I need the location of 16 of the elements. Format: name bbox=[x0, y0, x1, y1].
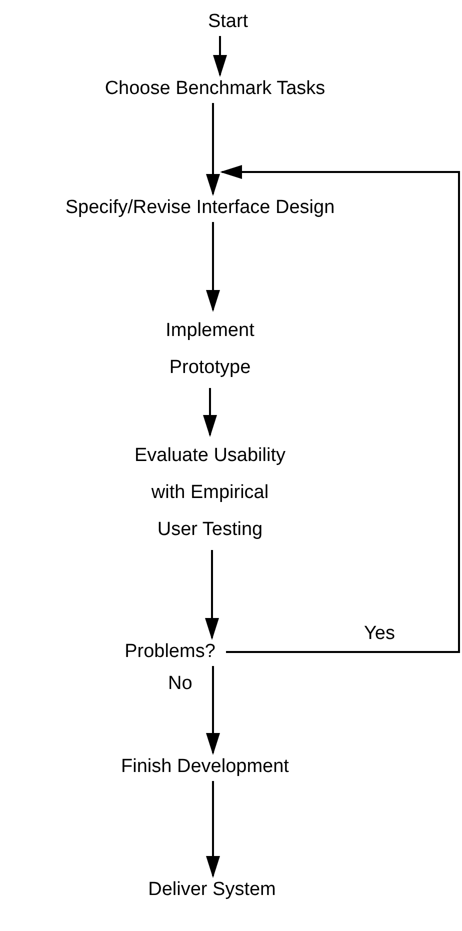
step-label: Implement Prototype bbox=[155, 312, 265, 386]
arrow bbox=[206, 781, 220, 878]
arrow bbox=[213, 36, 227, 77]
step-label: Evaluate Usability with Empirical User Testing bbox=[130, 437, 290, 548]
step-label: Choose Benchmark Tasks bbox=[95, 77, 335, 101]
step-label: Specify/Revise Interface Design bbox=[50, 196, 350, 220]
arrow bbox=[206, 222, 220, 312]
arrow bbox=[206, 103, 220, 196]
step-label: Start bbox=[198, 10, 258, 34]
arrow bbox=[220, 165, 460, 653]
step-label: Deliver System bbox=[132, 878, 292, 902]
arrow bbox=[205, 550, 219, 640]
step-label: Problems? bbox=[120, 640, 220, 664]
arrow bbox=[206, 666, 220, 755]
arrow bbox=[203, 388, 217, 437]
step-label: Finish Development bbox=[105, 755, 305, 779]
